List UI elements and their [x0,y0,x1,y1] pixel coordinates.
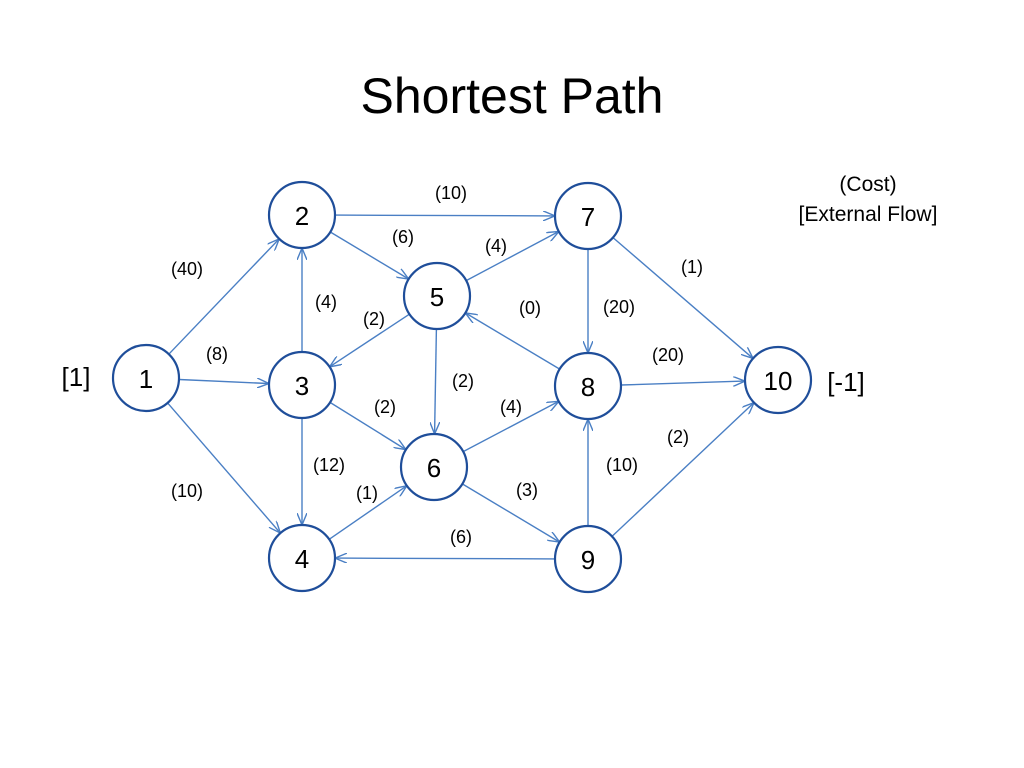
edge-1-4 [167,402,280,532]
edge-cost-8-10: (20) [652,345,684,365]
edge-cost-3-6: (2) [374,397,396,417]
node-label-7: 7 [581,202,595,232]
edge-9-4 [336,558,556,559]
node-circle-1 [111,343,181,413]
edge-cost-1-3: (8) [206,344,228,364]
node-label-6: 6 [427,453,441,483]
edge-cost-5-6: (2) [452,371,474,391]
edge-cost-9-4: (6) [450,527,472,547]
edge-cost-6-9: (3) [516,480,538,500]
node-label-9: 9 [581,545,595,575]
external-flow-1: [1] [62,362,91,392]
edge-cost-1-2: (40) [171,259,203,279]
node-2: 2 [267,180,337,250]
node-circle-8 [553,351,623,421]
node-label-5: 5 [430,282,444,312]
node-label-2: 2 [295,201,309,231]
node-5: 5 [402,261,472,331]
edge-9-10 [611,403,753,537]
edge-cost-9-8: (10) [606,455,638,475]
node-circle-9 [553,524,623,594]
edge-cost-5-7: (4) [485,236,507,256]
node-9: 9 [553,524,623,594]
node-circle-2 [267,180,337,250]
edge-5-6 [435,328,437,433]
edge-cost-8-5: (0) [519,298,541,318]
edge-cost-2-5: (6) [392,227,414,247]
node-8: 8 [553,351,623,421]
edge-1-3 [178,380,268,384]
node-3: 3 [267,350,337,420]
edge-cost-7-8: (20) [603,297,635,317]
edge-2-5 [329,231,408,279]
edge-cost-3-4: (12) [313,455,345,475]
legend-external-flow: [External Flow] [798,203,938,226]
node-1: 1 [111,343,181,413]
legend-cost: (Cost) [839,173,897,196]
edge-5-7 [465,232,558,282]
edge-cost-7-10: (1) [681,257,703,277]
node-4: 4 [267,523,337,593]
edge-6-9 [461,483,559,542]
node-label-4: 4 [295,544,309,574]
edge-2-7 [334,215,554,216]
edge-5-3 [330,313,410,366]
edge-cost-6-8: (4) [500,397,522,417]
flows-layer: [1] [-1] [62,362,865,397]
node-7: 7 [553,181,623,251]
edge-3-6 [329,401,405,449]
node-label-1: 1 [139,364,153,394]
edge-labels-layer: (40) (8) (10) (10) (6) (4) (2) (2) (12) (4) (0) (2)… [171,183,703,547]
edge-6-8 [462,402,558,453]
edge-cost-1-4: (10) [171,481,203,501]
edge-1-2 [168,240,279,355]
node-label-8: 8 [581,372,595,402]
node-circle-7 [553,181,623,251]
node-6: 6 [399,432,469,502]
node-label-10: 10 [764,366,793,396]
external-flow-10: [-1] [827,367,865,397]
legend: (Cost) [External Flow] [768,170,968,230]
node-circle-10 [743,345,813,415]
edge-cost-5-3: (2) [363,309,385,329]
nodes-layer: 1 2 3 4 5 6 7 8 9 10 [111,180,813,594]
edge-cost-4-6: (1) [356,483,378,503]
edge-cost-3-2: (4) [315,292,337,312]
edge-8-10 [620,381,744,385]
edge-4-6 [328,486,406,540]
node-circle-5 [402,261,472,331]
node-circle-6 [399,432,469,502]
slide-title: Shortest Path [360,68,664,124]
edge-cost-2-7: (10) [435,183,467,203]
edge-cost-9-10: (2) [667,427,689,447]
node-circle-3 [267,350,337,420]
edge-8-5 [466,313,561,370]
node-label-3: 3 [295,371,309,401]
node-circle-4 [267,523,337,593]
node-10: 10 [743,345,813,415]
edges-layer [167,215,754,559]
edge-7-10 [612,237,752,358]
